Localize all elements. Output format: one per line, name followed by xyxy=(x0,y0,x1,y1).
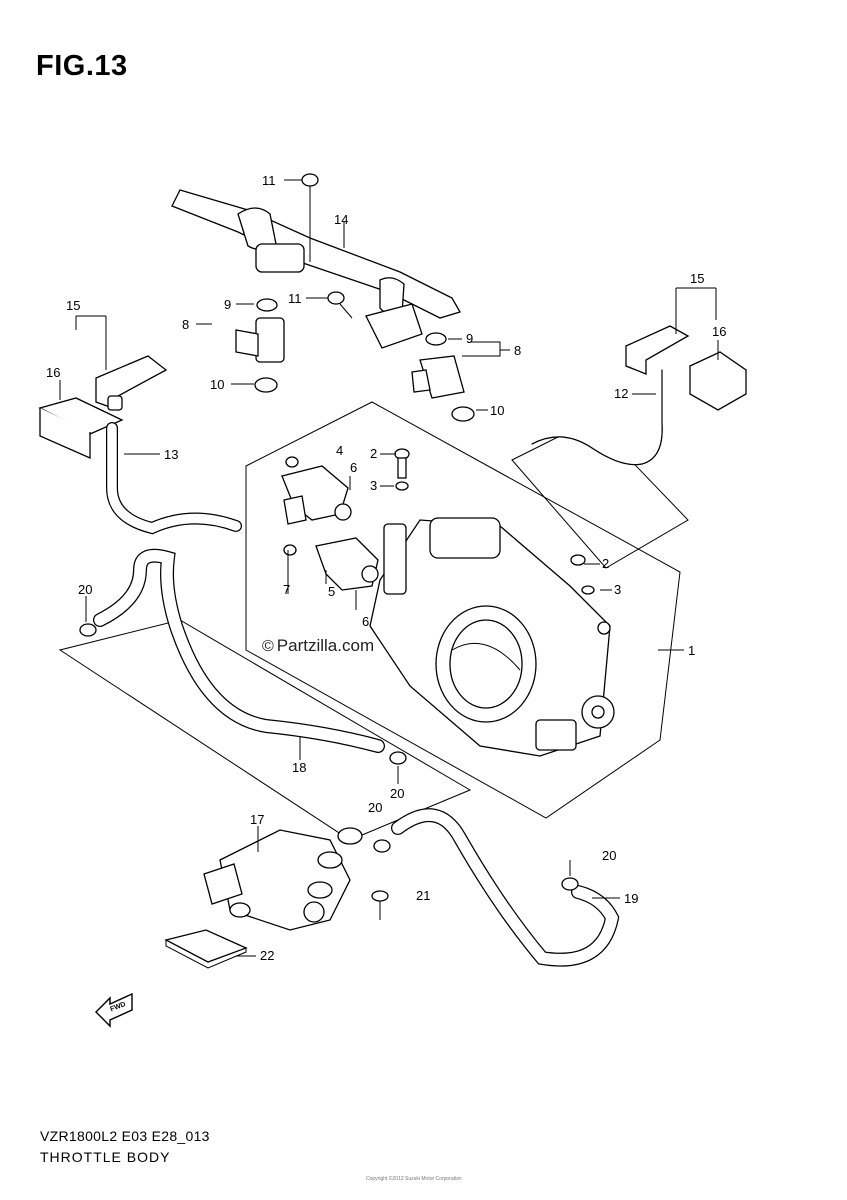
callout-13: 13 xyxy=(164,447,178,462)
washer-3-top xyxy=(395,481,409,491)
callout-20-d: 20 xyxy=(602,848,616,863)
copyright-symbol: © xyxy=(262,638,274,655)
assembly-frame-17 xyxy=(58,619,472,841)
callout-10-right: 10 xyxy=(490,403,504,418)
callout-16-right: 16 xyxy=(712,324,726,339)
callout-18: 18 xyxy=(292,760,306,775)
leader-lines xyxy=(59,179,719,957)
figure-title: FIG.13 xyxy=(36,50,128,82)
hose-clamp-20-a xyxy=(79,623,97,637)
assembly-frame-1 xyxy=(245,401,681,819)
watermark-text: Partzilla.com xyxy=(276,636,375,655)
hose-clamp-20-c xyxy=(373,839,391,853)
bolt-11-mid xyxy=(327,291,353,319)
callout-11-mid: 11 xyxy=(288,291,302,306)
model-code: VZR1800L2 E03 E28_013 xyxy=(40,1128,210,1144)
callout-1: 1 xyxy=(688,643,695,658)
callout-6-top: 6 xyxy=(350,460,357,475)
section-name: THROTTLE BODY xyxy=(40,1149,171,1165)
washer-3-right xyxy=(581,585,595,595)
fine-print: Copyright ©2012 Suzuki Motor Corporation xyxy=(366,1176,462,1182)
pressure-sensor-right xyxy=(625,325,748,411)
callout-10-left: 10 xyxy=(210,377,224,392)
callout-22: 22 xyxy=(260,948,274,963)
callout-12: 12 xyxy=(614,386,628,401)
pressure-sensor-left xyxy=(38,355,168,459)
hose-clamp-20-d xyxy=(561,877,579,891)
callout-9-left: 9 xyxy=(224,297,231,312)
callout-11-top: 11 xyxy=(262,173,276,188)
callout-20-a: 20 xyxy=(78,582,92,597)
callout-3-right: 3 xyxy=(614,582,621,597)
hose-12 xyxy=(531,369,663,466)
callout-15-left: 15 xyxy=(66,298,80,313)
callout-16-left: 16 xyxy=(46,365,60,380)
callout-7: 7 xyxy=(283,582,290,597)
callout-5: 5 xyxy=(328,584,335,599)
callout-20-b: 20 xyxy=(390,786,404,801)
hose-13 xyxy=(106,422,242,535)
screw-2-right xyxy=(570,554,586,566)
watermark: ©Partzilla.com xyxy=(262,636,374,656)
callout-4: 4 xyxy=(336,443,343,458)
front-direction-arrow-icon: FWD xyxy=(95,992,133,1028)
throttle-position-sensor-upper xyxy=(281,456,352,525)
fuel-delivery-pipe xyxy=(171,189,461,349)
fuel-injector-right xyxy=(411,332,475,422)
callout-15-right: 15 xyxy=(690,271,704,286)
callout-2-right: 2 xyxy=(602,556,609,571)
callout-2-top: 2 xyxy=(370,446,377,461)
callout-8-right: 8 xyxy=(514,343,521,358)
screw-21 xyxy=(371,890,389,902)
hose-clamp-20-b xyxy=(389,751,407,765)
callout-19: 19 xyxy=(624,891,638,906)
callout-21: 21 xyxy=(416,888,430,903)
bolt-11-top xyxy=(301,173,319,262)
callout-6-bottom: 6 xyxy=(362,614,369,629)
callout-17: 17 xyxy=(250,812,264,827)
throttle-position-sensor-lower xyxy=(283,537,379,591)
throttle-body xyxy=(369,517,615,757)
callout-3-top: 3 xyxy=(370,478,377,493)
callout-14: 14 xyxy=(334,212,348,227)
idle-speed-control-valve xyxy=(203,827,363,931)
callout-20-c: 20 xyxy=(368,800,382,815)
callout-8-left: 8 xyxy=(182,317,189,332)
callout-9-right: 9 xyxy=(466,331,473,346)
fuel-injector-left xyxy=(235,298,285,393)
